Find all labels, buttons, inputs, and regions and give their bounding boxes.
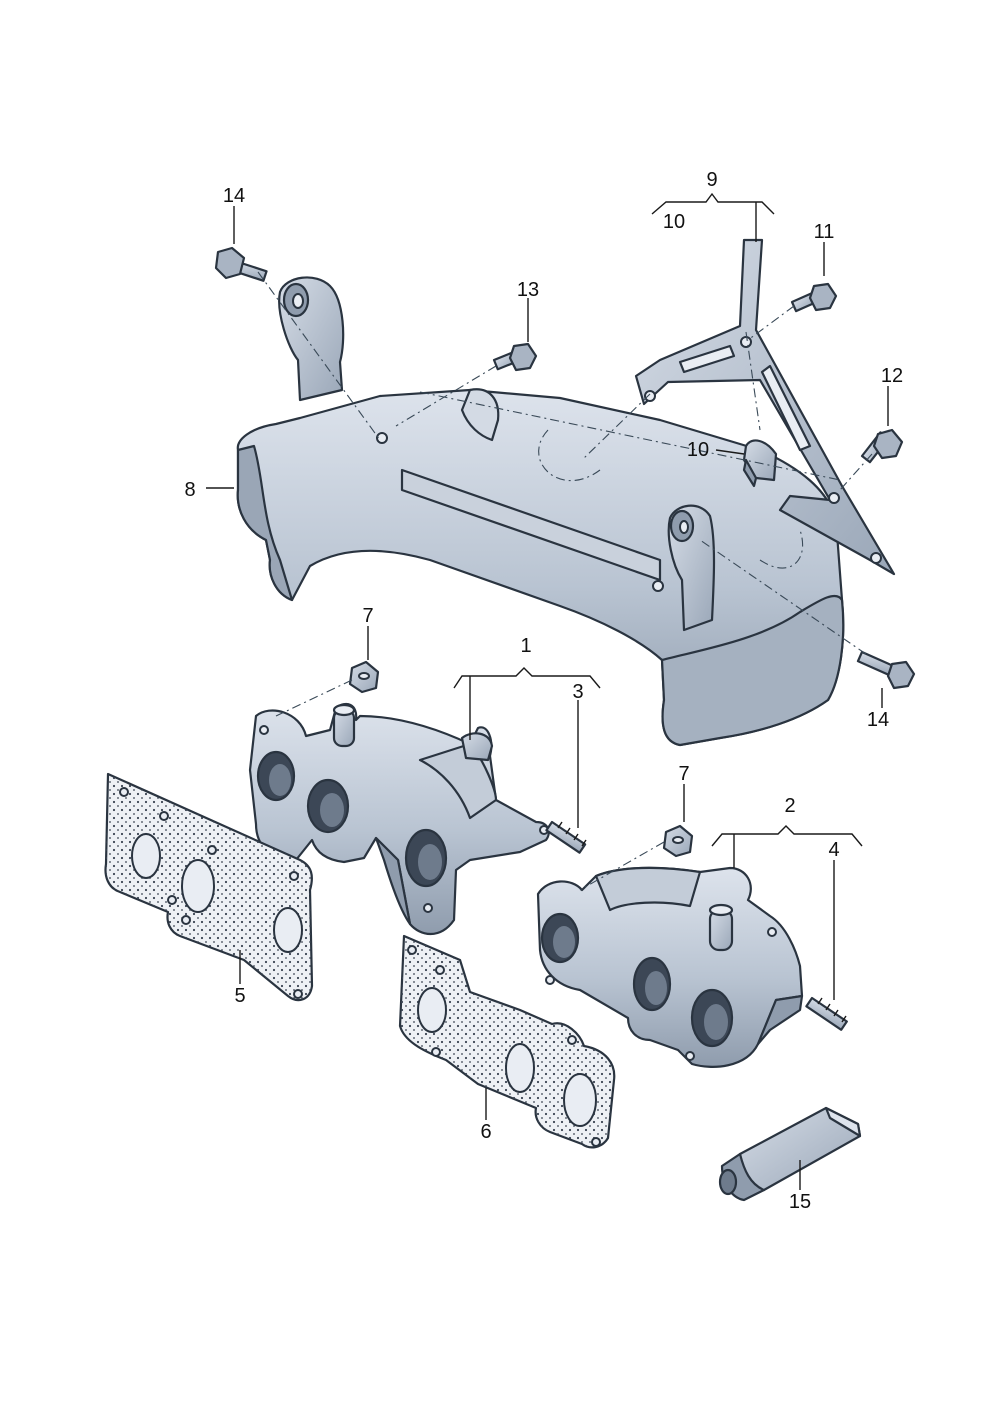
callout-2: 2	[784, 795, 795, 817]
callout-14-top: 14	[223, 185, 245, 207]
nut-7-bottom	[662, 824, 694, 858]
callout-4: 4	[828, 839, 839, 861]
bolt-12	[860, 428, 904, 464]
sealant-tube	[718, 1106, 862, 1202]
nut-7-top	[348, 660, 380, 694]
heat-shield-right-tab	[667, 504, 716, 632]
leader-lines	[206, 192, 889, 1190]
callout-6: 6	[480, 1121, 491, 1143]
heat-shield	[236, 388, 845, 747]
callout-3: 3	[572, 681, 583, 703]
bolt-11	[790, 282, 838, 313]
callout-5: 5	[234, 985, 245, 1007]
bolt-14-top	[214, 246, 268, 282]
exhaust-manifold-1	[248, 702, 550, 936]
heat-shield-left-tab	[278, 276, 345, 402]
callout-1: 1	[520, 635, 531, 657]
stud-3	[545, 820, 587, 854]
callout-10-top: 10	[663, 211, 685, 233]
callout-labels: 14 9 10 11 13 12 10 8 7 1 3 14 7 2 4 5 6…	[184, 169, 903, 1213]
callout-14-bottom: 14	[867, 709, 889, 731]
callout-7-bottom: 7	[678, 763, 689, 785]
bolt-13	[492, 342, 538, 372]
callout-10-clip: 10	[687, 439, 709, 461]
clip-nut	[742, 439, 778, 488]
callout-12: 12	[881, 365, 903, 387]
assembly-lines	[257, 271, 873, 891]
callout-9: 9	[706, 169, 717, 191]
bolt-14-bottom	[856, 650, 916, 690]
callout-11: 11	[814, 221, 835, 243]
gasket-5	[104, 772, 314, 1002]
stud-4	[805, 996, 848, 1031]
gasket-6	[398, 934, 616, 1149]
exhaust-manifold-2	[536, 866, 804, 1068]
callout-7-top: 7	[362, 605, 373, 627]
callout-13: 13	[517, 279, 539, 301]
callout-8: 8	[184, 479, 195, 501]
callout-15: 15	[789, 1191, 811, 1213]
support-bracket	[634, 238, 896, 576]
